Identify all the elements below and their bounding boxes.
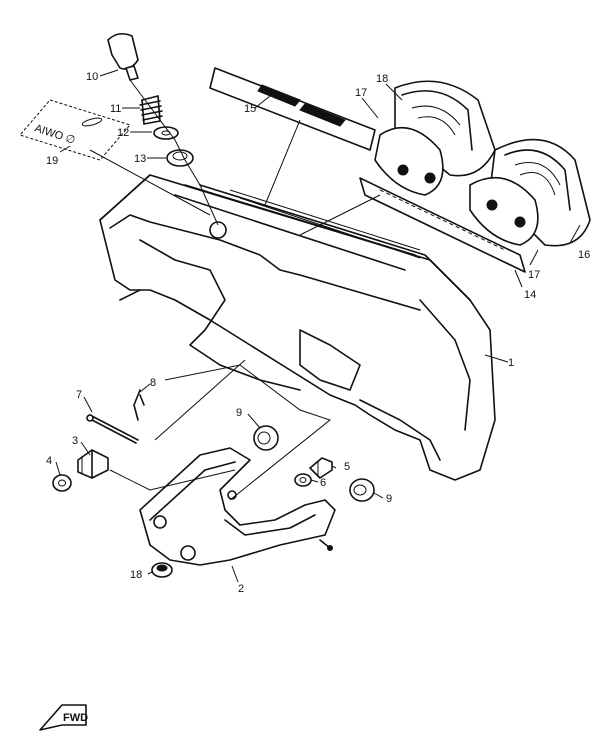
part-label-15: 15 bbox=[244, 103, 256, 115]
decal-14 bbox=[359, 177, 526, 273]
grommet-18-lower bbox=[151, 562, 173, 578]
lamp-16-rear bbox=[489, 138, 591, 247]
bolt-5 bbox=[309, 457, 333, 479]
part-label-17-lower: 17 bbox=[528, 269, 540, 281]
part-label-6: 6 bbox=[320, 477, 326, 489]
part-label-19: 19 bbox=[46, 155, 58, 167]
pin-7 bbox=[86, 414, 139, 444]
grommet-9-upper bbox=[253, 425, 279, 451]
washer-6 bbox=[294, 473, 312, 487]
part-labels: 10 11 12 13 19 15 18 17 16 17 14 1 8 7 9… bbox=[46, 71, 590, 595]
lamp-16-front bbox=[394, 80, 496, 177]
part-label-13: 13 bbox=[134, 153, 146, 165]
lens-17-rear bbox=[469, 176, 539, 246]
knob-10 bbox=[107, 32, 139, 81]
clip-8 bbox=[133, 389, 145, 421]
spring-11 bbox=[139, 95, 163, 125]
assembly-guides bbox=[89, 79, 381, 501]
lens-17-front bbox=[374, 126, 444, 196]
part-label-18-upper: 18 bbox=[376, 73, 388, 85]
part-label-4: 4 bbox=[46, 455, 52, 467]
part-label-9-lower: 9 bbox=[386, 493, 392, 505]
part-label-2: 2 bbox=[238, 583, 244, 595]
part-label-17-upper: 17 bbox=[355, 87, 367, 99]
washer-4 bbox=[52, 474, 72, 492]
part-label-10: 10 bbox=[86, 71, 98, 83]
part-label-5: 5 bbox=[344, 461, 350, 473]
part-label-7: 7 bbox=[76, 389, 82, 401]
forward-arrow-label: FWD bbox=[63, 712, 88, 724]
part-label-14: 14 bbox=[524, 289, 536, 301]
leader-lines bbox=[55, 69, 581, 583]
grommet-13 bbox=[166, 149, 194, 167]
part-label-9-upper: 9 bbox=[236, 407, 242, 419]
part-label-18-lower: 18 bbox=[130, 569, 142, 581]
svg-text:AIWO ∅: AIWO ∅ bbox=[33, 122, 77, 146]
part-label-1: 1 bbox=[508, 357, 514, 369]
part-label-8: 8 bbox=[150, 377, 156, 389]
bolt-3 bbox=[77, 449, 109, 479]
part-label-3: 3 bbox=[72, 435, 78, 447]
forward-arrow-icon: FWD bbox=[39, 704, 88, 731]
grommet-9-lower bbox=[349, 478, 375, 502]
part-label-16: 16 bbox=[578, 249, 590, 261]
part-label-11: 11 bbox=[110, 103, 121, 115]
decal-15 bbox=[209, 67, 376, 151]
cover-body bbox=[99, 174, 496, 481]
bracket bbox=[139, 447, 336, 566]
part-label-12: 12 bbox=[117, 127, 129, 139]
